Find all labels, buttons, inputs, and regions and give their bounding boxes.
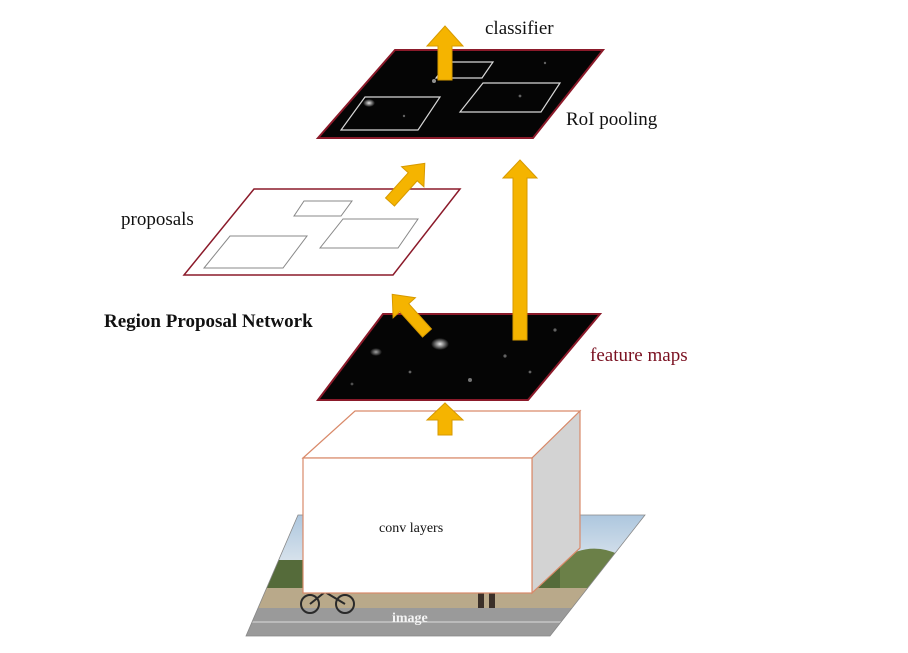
conv-box-front xyxy=(302,457,533,594)
roi-box xyxy=(458,82,562,113)
arrow-conv-to-feature-maps xyxy=(425,402,465,436)
roi-pooling-plane xyxy=(315,49,606,139)
arrow-roi-to-classifier xyxy=(425,25,465,81)
proposals-plane xyxy=(182,188,462,276)
proposal-box xyxy=(318,218,419,249)
conv-layers-block: conv layers xyxy=(301,409,582,595)
proposal-box xyxy=(202,235,308,269)
proposal-box xyxy=(293,200,353,217)
conv-layers-label: conv layers xyxy=(379,521,443,536)
arrow-feature-maps-to-roi-pooling xyxy=(501,159,539,341)
roi-pooling-label: RoI pooling xyxy=(566,109,658,130)
image-label: image xyxy=(392,611,428,626)
roi-box xyxy=(339,96,442,131)
arrow-feature-maps-to-proposals xyxy=(391,293,433,338)
classifier-label: classifier xyxy=(485,18,554,39)
rpn-label: Region Proposal Network xyxy=(104,311,313,332)
feature-maps-label: feature maps xyxy=(590,345,688,366)
arrow-proposals-to-roi-pooling xyxy=(384,162,426,207)
proposals-label: proposals xyxy=(121,209,194,230)
feature-maps-plane xyxy=(315,313,603,401)
